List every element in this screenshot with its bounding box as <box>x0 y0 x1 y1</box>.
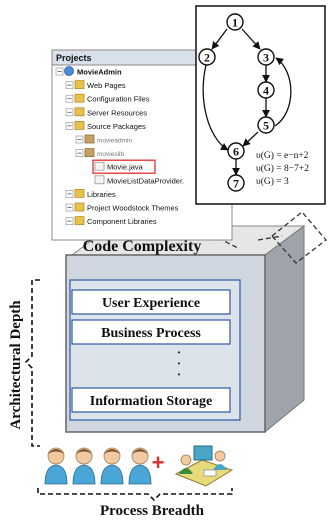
callout-link <box>257 235 283 241</box>
folder-icon <box>74 107 85 117</box>
flow-node: 7 <box>227 174 245 192</box>
code-complexity-label: Code Complexity <box>83 238 202 255</box>
folder-icon <box>74 93 85 103</box>
layer-business-process-label: Business Process <box>101 326 201 341</box>
tree-item[interactable]: movieadmin <box>75 134 132 145</box>
tree-item[interactable]: movieslib <box>75 148 124 159</box>
tree-item-label: Web Pages <box>87 81 126 90</box>
highlighted-file-box <box>92 159 156 174</box>
flow-node-label: 3 <box>263 51 269 65</box>
edge-1-3 <box>241 28 261 50</box>
tree-item-label: Source Packages <box>87 122 146 131</box>
flow-node-label: 7 <box>233 177 239 191</box>
tree-item[interactable]: Configuration Files <box>65 93 150 104</box>
tree-item[interactable]: MovieListDataProvider. <box>94 175 184 186</box>
tree-item[interactable]: Movie.java <box>92 159 156 174</box>
tree-item-label: movieadmin <box>97 138 132 145</box>
layer-user-experience <box>71 289 231 315</box>
layer-information-storage <box>71 387 231 413</box>
tree-item[interactable]: Source Packages <box>65 121 146 131</box>
flow-node-label: 5 <box>263 119 269 133</box>
person-icon <box>44 447 68 485</box>
java-file-icon <box>94 175 105 185</box>
edge-2-6 <box>202 64 229 151</box>
folder-icon <box>74 216 85 225</box>
tree-item[interactable]: Server Resources <box>65 107 147 118</box>
plus-sign: + <box>152 450 165 475</box>
tree-item[interactable]: Component Libraries <box>65 216 157 227</box>
person-icon <box>128 447 152 485</box>
flow-node: 6 <box>227 142 245 160</box>
package-icon <box>84 148 95 157</box>
flow-node-label: 4 <box>263 84 269 98</box>
layer-stack: User Experience Business Process · · · I… <box>71 289 231 413</box>
person-icon <box>100 447 124 485</box>
flow-node-label: 2 <box>204 51 210 65</box>
ellipsis-dot: · <box>177 346 182 361</box>
edge-5-6 <box>242 131 259 147</box>
tree-item[interactable]: Web Pages <box>65 80 126 91</box>
ellipsis-dot: · <box>177 357 182 372</box>
formula-result: υ(G) = 3 <box>256 176 289 187</box>
layer-information-storage-label: Information Storage <box>90 394 213 409</box>
breadth-bracket <box>37 488 233 502</box>
process-breadth-label: Process Breadth <box>100 503 205 519</box>
tree-item[interactable]: Libraries <box>65 189 116 199</box>
tree-item[interactable]: Project Woodstock Themes <box>65 202 179 213</box>
tree-item-label: Movie.java <box>107 163 144 172</box>
flow-node: 3 <box>257 48 275 66</box>
tree-item-label: MovieListDataProvider. <box>107 176 184 185</box>
project-icon <box>64 66 74 76</box>
people-row <box>44 447 152 485</box>
code-region-marker <box>271 211 327 264</box>
package-icon <box>84 134 95 144</box>
flow-node-label: 6 <box>233 145 239 159</box>
tree-item-label: Libraries <box>87 190 116 199</box>
architectural-depth-label: Architectural Depth <box>8 300 24 430</box>
folder-icon <box>74 80 85 89</box>
flow-node: 1 <box>226 13 244 31</box>
flow-node: 5 <box>257 116 275 134</box>
tree-item-label: Configuration Files <box>87 95 150 104</box>
tree-item-label: Project Woodstock Themes <box>87 204 179 213</box>
tree-item-label: MovieAdmin <box>77 68 122 77</box>
ellipsis-dot: · <box>177 368 182 383</box>
tree-item-label: movieslib <box>97 151 124 158</box>
tree-item[interactable]: MovieAdmin <box>55 66 122 77</box>
folder-icon <box>74 202 85 212</box>
flow-node: 4 <box>257 81 275 99</box>
layer-user-experience-label: User Experience <box>102 296 200 311</box>
formula-substituted: υ(G) = 8−7+2 <box>256 163 309 174</box>
tree-item-label: Component Libraries <box>87 217 157 226</box>
projects-panel-title: Projects <box>56 53 92 63</box>
box-side-face <box>264 225 305 434</box>
edge-1-2 <box>211 28 228 50</box>
person-icon <box>72 447 96 485</box>
java-file-icon <box>94 161 105 171</box>
layer-business-process <box>71 319 231 345</box>
flow-node-label: 1 <box>232 16 238 30</box>
flow-graph-nodes: 1 2 3 4 5 6 7 <box>198 13 275 192</box>
flow-graph-panel: 1 2 3 4 5 6 7 υ(G) = e−n+2 υ(G) = 8−7+2 υ(G) =… <box>195 5 326 205</box>
flow-node: 2 <box>198 48 216 66</box>
workstation-icon <box>174 445 234 487</box>
folder-icon <box>74 121 85 130</box>
tree-item-label: Server Resources <box>87 108 147 117</box>
depth-bracket <box>24 279 40 447</box>
formula-general: υ(G) = e−n+2 <box>256 150 309 161</box>
folder-icon <box>74 189 85 198</box>
flow-graph-frame <box>195 5 326 205</box>
edge-5-3 <box>274 57 292 127</box>
